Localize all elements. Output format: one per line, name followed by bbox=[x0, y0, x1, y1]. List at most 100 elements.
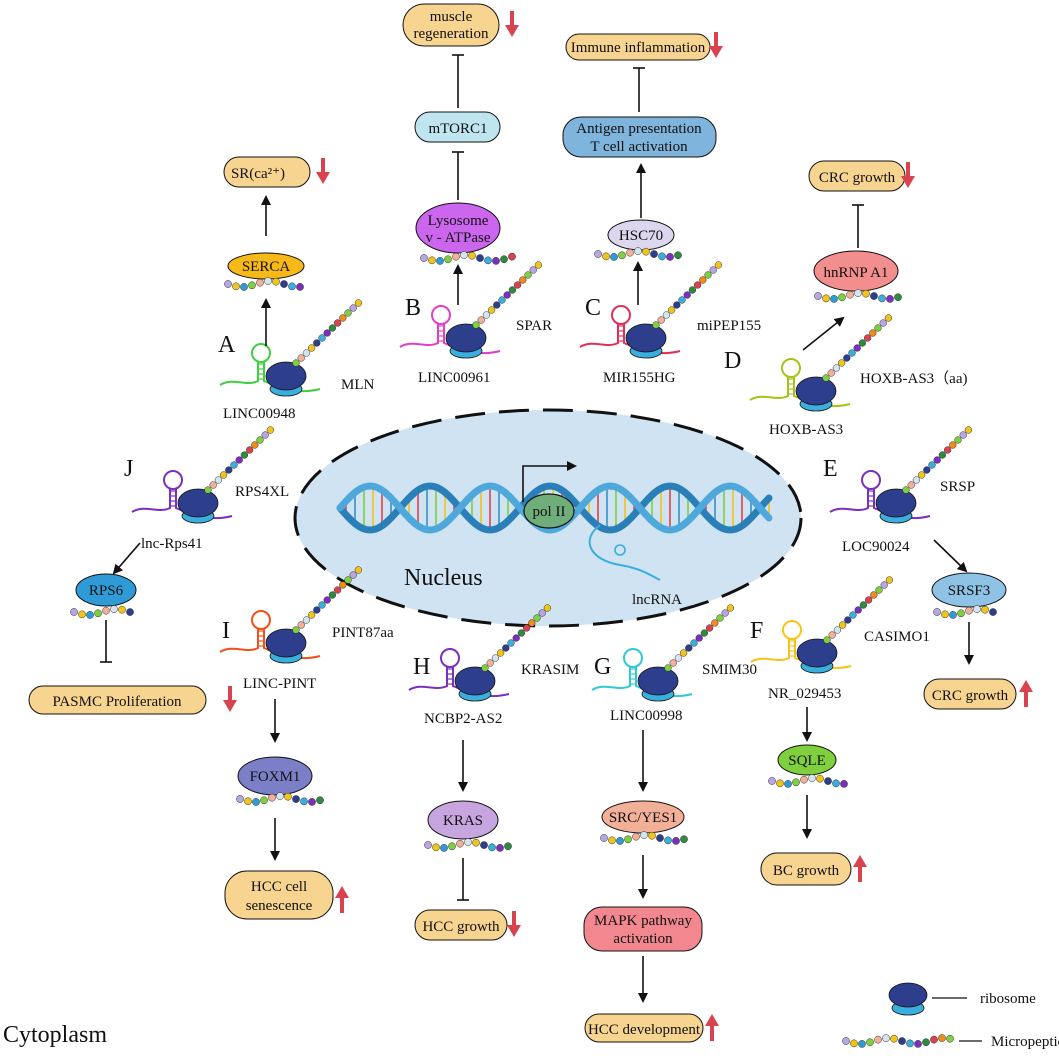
svg-text:Immune inflammation: Immune inflammation bbox=[571, 40, 706, 56]
panel-b-complex bbox=[399, 261, 543, 359]
panel-a-outcome: SR(ca²⁺) bbox=[223, 156, 311, 188]
panel-e-complex bbox=[829, 426, 973, 524]
panel-d: D HOXB-AS3（aa) HOXB-AS3 hnRNP A1 CRC gro… bbox=[724, 160, 967, 438]
svg-text:SRSF3: SRSF3 bbox=[948, 583, 991, 599]
panel-g-outcome: HCC development bbox=[584, 1013, 704, 1043]
panel-h-target-peptide bbox=[424, 838, 512, 852]
panel-j-letter: J bbox=[124, 456, 133, 482]
panel-e-direction-arrow bbox=[1019, 680, 1033, 707]
panel-c-peptide: miPEP155 bbox=[697, 318, 761, 334]
panel-e-target: SRSF3 bbox=[931, 572, 1007, 608]
panel-d-target-peptide bbox=[814, 289, 902, 303]
panel-g-mid: MAPK pathway activation bbox=[583, 906, 703, 952]
svg-text:muscle: muscle bbox=[430, 9, 473, 25]
panel-a-target-peptide bbox=[224, 277, 304, 291]
svg-text:HCC growth: HCC growth bbox=[422, 919, 500, 935]
panel-i-target: FOXM1 bbox=[237, 756, 313, 796]
micropeptide-legend-icon bbox=[842, 1034, 954, 1048]
panel-f-target-peptide bbox=[768, 774, 848, 788]
panel-g-target: SRC/YES1 bbox=[601, 800, 685, 834]
panel-f-direction-arrow bbox=[853, 855, 867, 882]
panel-a-letter: A bbox=[218, 332, 236, 358]
nucleus-lncrna-label: lncRNA bbox=[632, 592, 682, 608]
panel-c-target-peptide bbox=[594, 247, 682, 261]
svg-text:CRC growth: CRC growth bbox=[932, 688, 1009, 704]
legend-micropeptide-label: Micropeptide bbox=[991, 1034, 1059, 1050]
panel-h-complex bbox=[408, 604, 552, 702]
panel-b: B SPAR LINC00961 Lysosome v - ATPase mTO… bbox=[399, 3, 552, 386]
svg-text:BC growth: BC growth bbox=[773, 863, 840, 879]
panel-h-letter: H bbox=[413, 654, 430, 680]
panel-i-direction-arrow bbox=[335, 886, 349, 913]
transcription-start-arrow bbox=[522, 461, 577, 502]
panel-e-letter: E bbox=[823, 456, 838, 482]
panel-j-peptide: RPS4XL bbox=[235, 484, 289, 500]
panel-d-outcome: CRC growth bbox=[808, 160, 906, 192]
cytoplasm-label: Cytoplasm bbox=[3, 1022, 107, 1048]
panel-a-complex bbox=[219, 299, 363, 397]
panel-i-peptide: PINT87aa bbox=[332, 625, 394, 641]
svg-text:v - ATPase: v - ATPase bbox=[426, 230, 491, 246]
panel-e-outcome: CRC growth bbox=[923, 678, 1017, 710]
panel-g: G SMIM30 LINC00998 SRC/YES1 MAPK pathway… bbox=[583, 604, 757, 1043]
panel-g-letter: G bbox=[594, 654, 611, 680]
panel-i-outcome: HCC cell senescence bbox=[224, 870, 334, 920]
legend-ribosome-label: ribosome bbox=[980, 991, 1036, 1007]
svg-text:Lysosome: Lysosome bbox=[428, 213, 489, 229]
svg-text:CRC growth: CRC growth bbox=[819, 170, 896, 186]
svg-text:RPS6: RPS6 bbox=[89, 583, 124, 599]
panel-j-target: RPS6 bbox=[75, 573, 137, 607]
panel-g-target-peptide bbox=[600, 831, 688, 845]
nucleus-label: Nucleus bbox=[404, 565, 483, 591]
panel-a-lncrna: LINC00948 bbox=[223, 406, 296, 422]
panel-b-direction-arrow bbox=[505, 11, 519, 37]
panel-b-target-peptide bbox=[420, 251, 516, 265]
panel-j-target-peptide bbox=[70, 605, 134, 619]
nucleus-lncrna: lncRNA bbox=[588, 524, 682, 608]
panel-h-target: KRAS bbox=[427, 800, 499, 840]
panel-g-complex bbox=[591, 604, 735, 702]
panel-b-outcome: muscle regeneration bbox=[402, 3, 500, 47]
panel-h: H KRASIM NCBP2-AS2 KRAS HCC growth bbox=[408, 604, 579, 941]
svg-text:SQLE: SQLE bbox=[788, 753, 826, 769]
panel-b-mid: mTORC1 bbox=[414, 111, 501, 143]
panel-j-direction-arrow bbox=[223, 686, 237, 712]
panel-d-peptide: HOXB-AS3（aa) bbox=[860, 370, 967, 387]
panel-d-lncrna: HOXB-AS3 bbox=[769, 422, 843, 438]
panel-i-target-peptide bbox=[236, 792, 324, 806]
panel-c-letter: C bbox=[585, 295, 601, 321]
panel-e: E SRSP LOC90024 SRSF3 CRC growth bbox=[823, 426, 1033, 710]
svg-text:SR(ca²⁺): SR(ca²⁺) bbox=[231, 166, 285, 182]
panel-f-peptide: CASIMO1 bbox=[864, 629, 930, 645]
panel-f-outcome: BC growth bbox=[760, 852, 852, 886]
panel-c-target: HSC70 bbox=[607, 219, 675, 251]
panel-g-peptide: SMIM30 bbox=[702, 662, 757, 678]
panel-h-peptide: KRASIM bbox=[521, 662, 579, 678]
panel-f-lncrna: NR_029453 bbox=[768, 686, 841, 702]
panel-a-direction-arrow bbox=[316, 158, 330, 184]
svg-text:HCC cell: HCC cell bbox=[251, 879, 307, 895]
panel-j-lncrna: lnc-Rps41 bbox=[141, 536, 203, 552]
svg-text:PASMC Proliferation: PASMC Proliferation bbox=[52, 694, 182, 710]
panel-c-direction-arrow bbox=[709, 32, 723, 58]
panel-g-lncrna: LINC00998 bbox=[610, 708, 683, 724]
panel-d-target: hnRNP A1 bbox=[813, 250, 899, 292]
panel-c: C miPEP155 MIR155HG HSC70 Antigen presen… bbox=[562, 32, 761, 386]
svg-text:SRC/YES1: SRC/YES1 bbox=[609, 810, 677, 826]
panel-b-letter: B bbox=[405, 295, 421, 321]
panel-j-outcome: PASMC Proliferation bbox=[28, 685, 207, 715]
panel-c-outcome: Immune inflammation bbox=[565, 33, 711, 61]
panel-a: A MLN LINC00948 SERCA SR(ca²⁺) bbox=[218, 156, 375, 422]
svg-text:hnRNP A1: hnRNP A1 bbox=[824, 265, 889, 281]
panel-f: F CASIMO1 NR_029453 SQLE BC growth bbox=[750, 576, 930, 886]
panel-d-direction-arrow bbox=[901, 162, 915, 188]
svg-text:mTORC1: mTORC1 bbox=[429, 121, 488, 137]
pol-ii-label: pol II bbox=[533, 504, 566, 520]
panel-e-target-peptide bbox=[933, 605, 997, 619]
panel-c-complex bbox=[579, 261, 723, 359]
panel-i-letter: I bbox=[222, 618, 230, 644]
panel-a-target: SERCA bbox=[227, 252, 305, 280]
panel-f-target: SQLE bbox=[777, 744, 837, 776]
svg-text:regeneration: regeneration bbox=[414, 26, 489, 42]
